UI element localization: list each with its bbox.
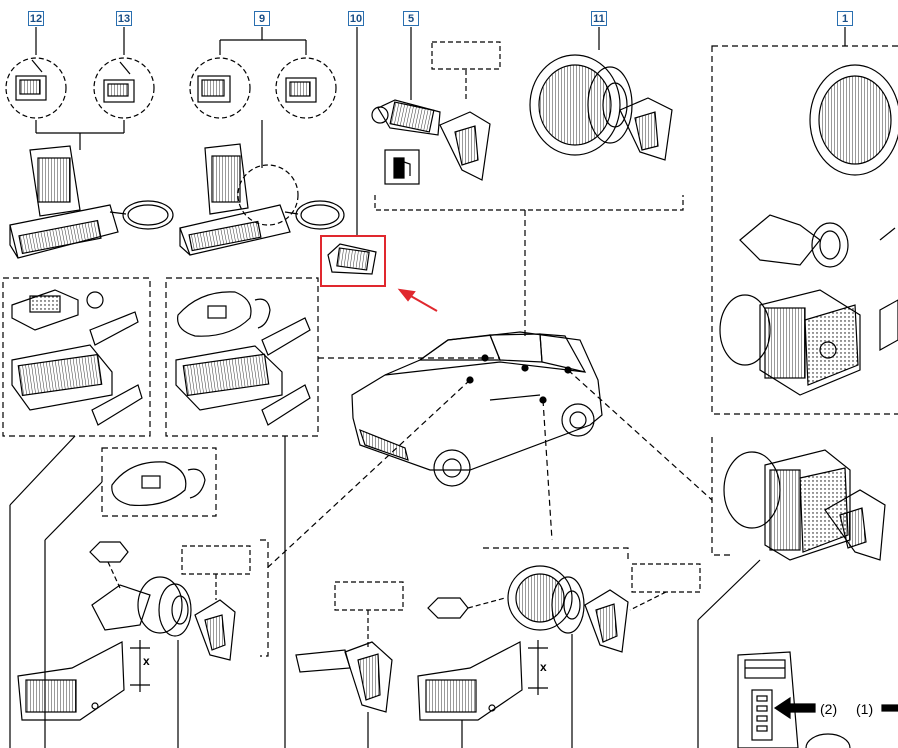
group-1-frame: [711, 45, 898, 415]
door-key-center: [584, 589, 629, 653]
transmitter-box-a: [2, 277, 151, 437]
tailgate-key: [824, 489, 886, 561]
lock-barrel-1: [739, 214, 896, 268]
callout-12[interactable]: 12: [28, 11, 44, 26]
fuel-cap-lock: [529, 54, 633, 156]
label-1: (1): [856, 701, 874, 717]
blank-label-box-center: [334, 581, 404, 611]
fuel-cap-key: [619, 97, 673, 161]
control-unit-panel: [737, 651, 851, 748]
bracket-left: [17, 640, 150, 721]
blank-label-box-5: [431, 41, 501, 70]
callout-13[interactable]: 13: [116, 11, 132, 26]
leader-9: [219, 27, 307, 168]
transmitter-a: [11, 289, 143, 426]
callout-11[interactable]: 11: [591, 11, 607, 26]
leader-12-13: [35, 27, 125, 150]
bubble-label-center: [427, 597, 469, 619]
detail-circle-9a: [189, 57, 251, 119]
remote-small: [111, 461, 206, 507]
glovebox-lock-1: [719, 289, 898, 396]
fuel-icon-box: [384, 149, 420, 185]
dimension-x-left: x: [143, 654, 150, 668]
transmitter-b: [175, 291, 311, 426]
detail-circle-9b: [275, 57, 337, 119]
remote-box-small: [101, 447, 217, 517]
highlight-arrow: [397, 288, 438, 312]
label-2: (2): [820, 701, 838, 717]
car-body: [351, 331, 603, 487]
bracket-center: [417, 640, 548, 721]
transmitter-box-b: [165, 277, 319, 437]
car-leaders: [264, 369, 713, 571]
blank-label-box-center-right: [631, 563, 701, 593]
callout-1[interactable]: 1: [837, 11, 853, 26]
door-lock-center: [507, 565, 585, 634]
ignition-barrel: [371, 99, 441, 136]
door-lock-cylinder-1: [809, 64, 898, 176]
door-lock-left: [91, 576, 192, 637]
part-10-highlight[interactable]: [320, 235, 386, 287]
detail-circle-13: [93, 57, 155, 119]
dimension-x-right: x: [540, 660, 547, 674]
blank-label-box-left: [181, 545, 251, 575]
bubble-label-left: [89, 541, 129, 563]
ignition-key: [439, 111, 491, 181]
door-key-left: [194, 599, 236, 661]
callout-9[interactable]: 9: [254, 11, 270, 26]
tailgate-lock: [723, 449, 851, 561]
detail-circle-12: [5, 57, 67, 119]
callout-10[interactable]: 10: [348, 11, 364, 26]
part-10-battery-cover: [327, 243, 377, 275]
remote-control-unit-right: [179, 143, 345, 256]
remote-control-unit-left: [9, 145, 174, 259]
insert-arrow: [773, 696, 898, 720]
callout-5[interactable]: 5: [403, 11, 419, 26]
spare-key: [295, 641, 393, 713]
